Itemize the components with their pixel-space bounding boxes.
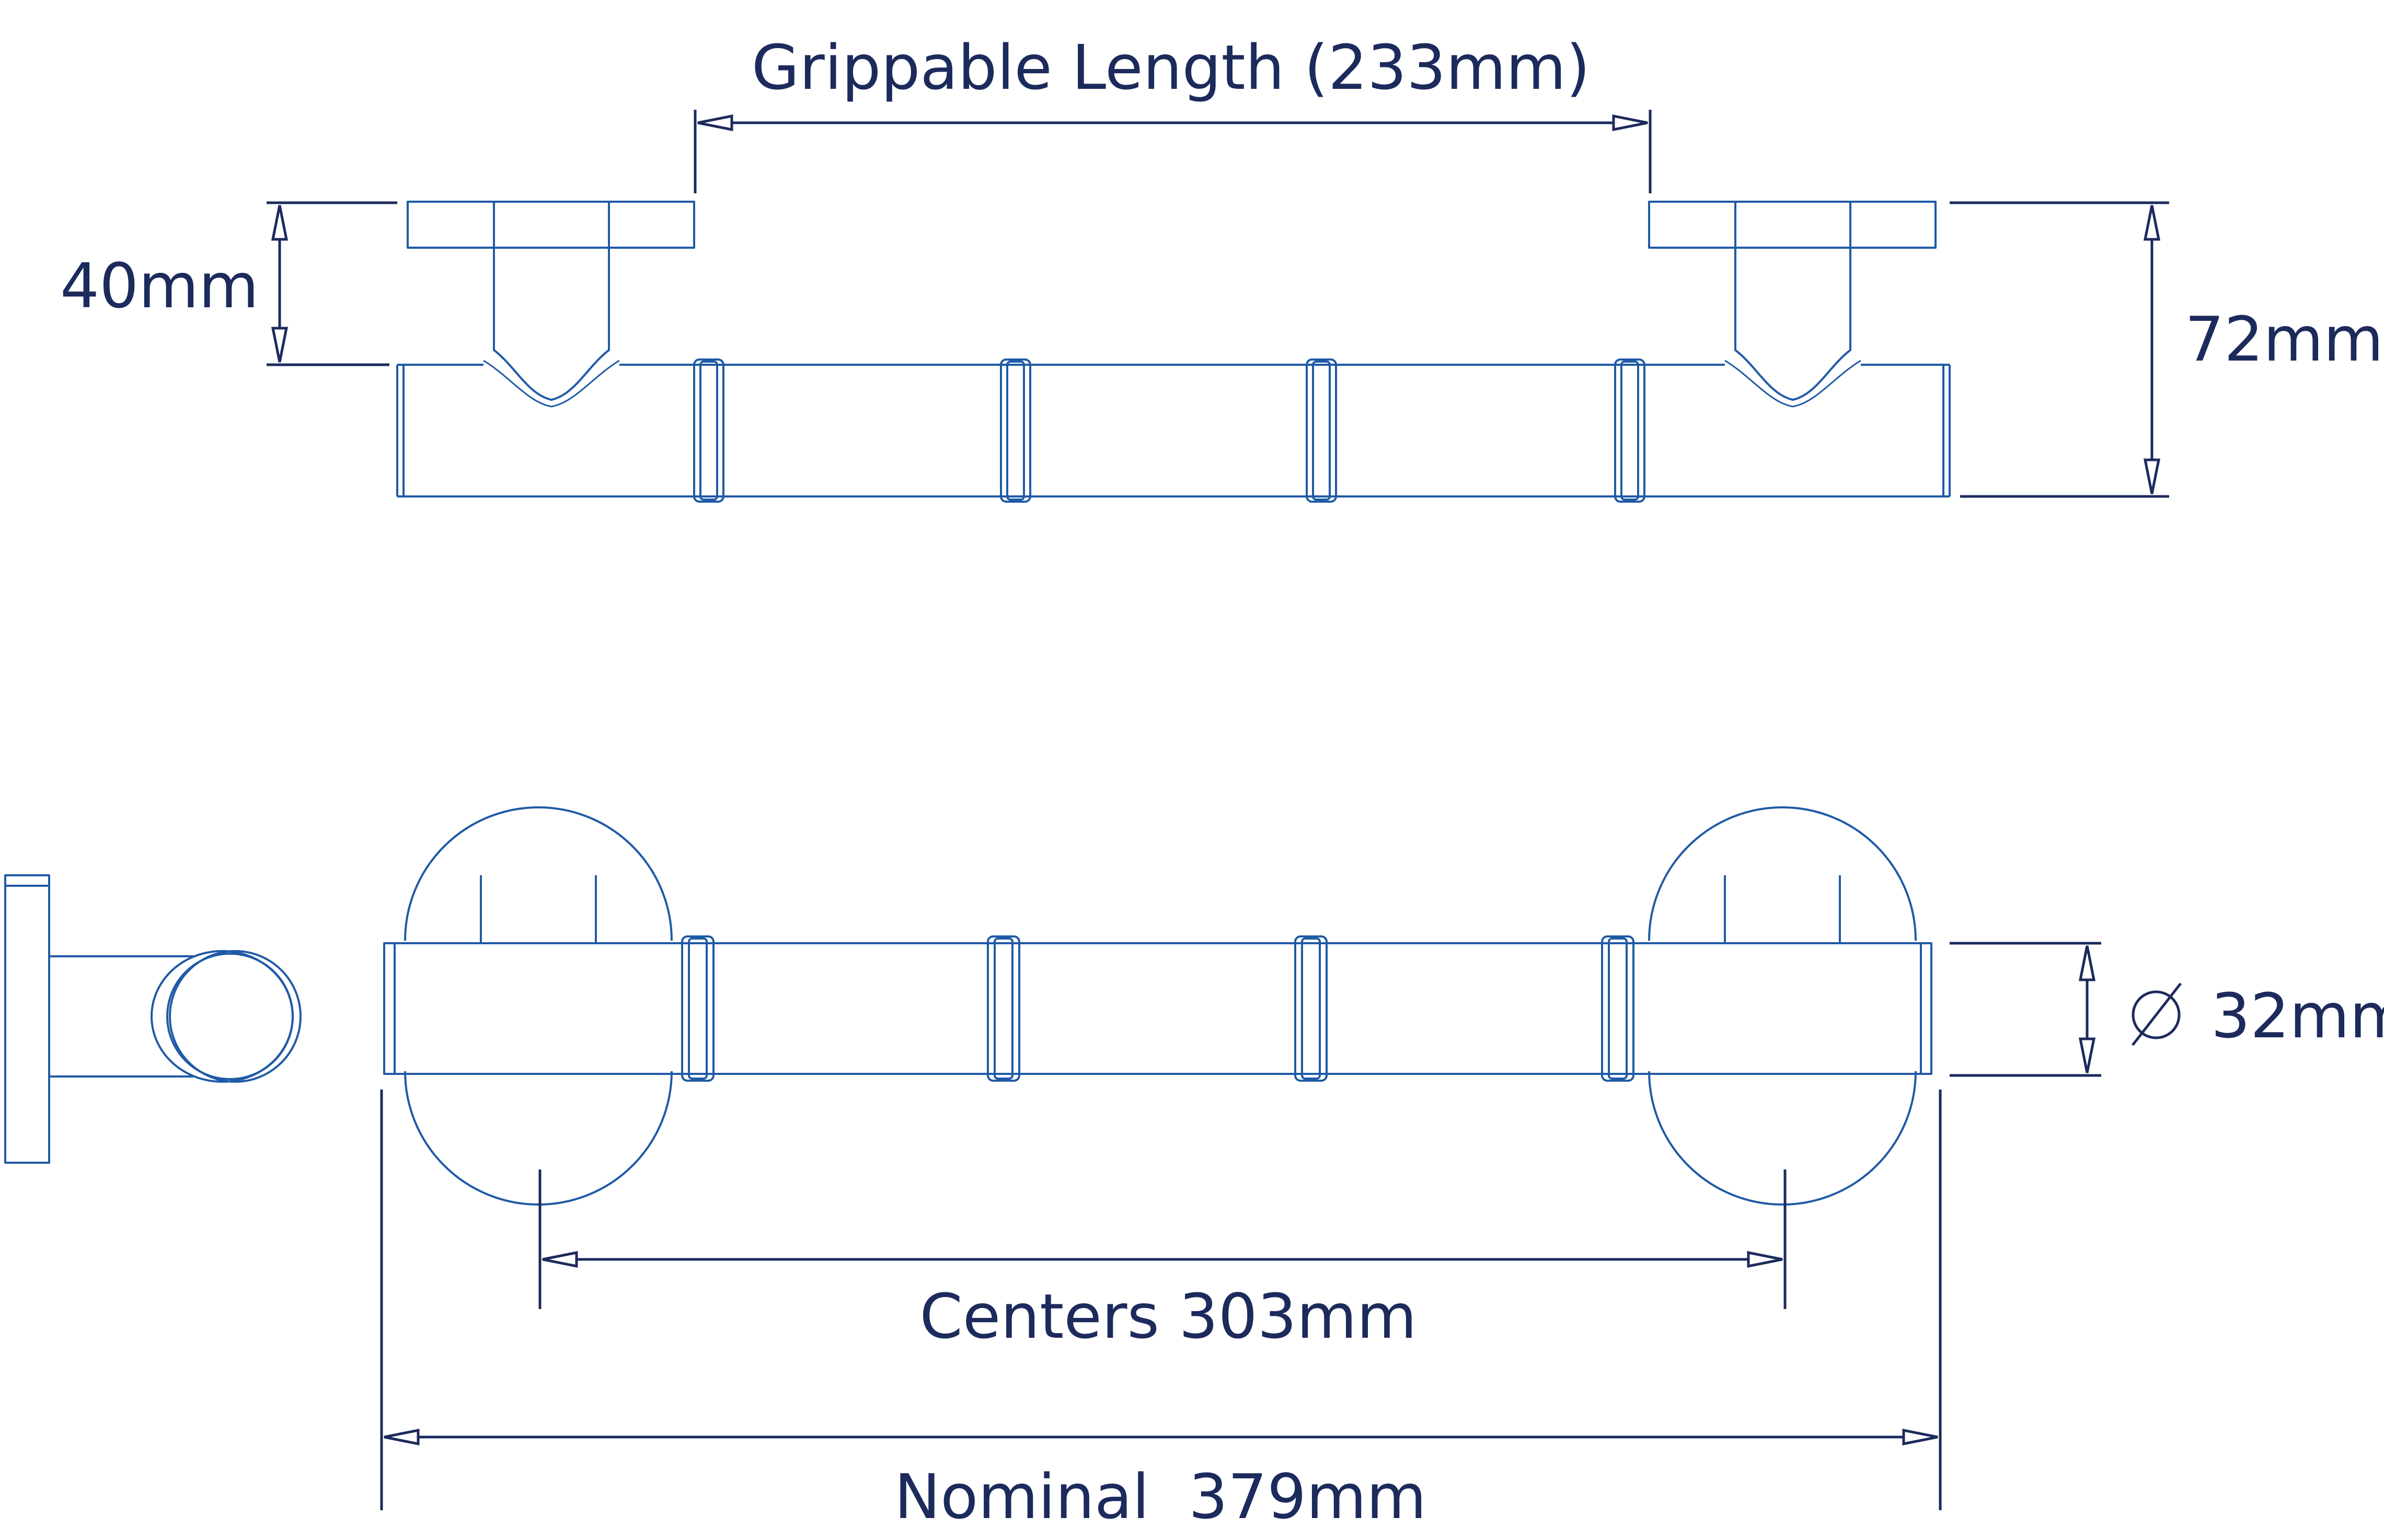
arrowhead [271,327,289,363]
flange-height-label: 40mm [60,250,259,322]
arrowhead [542,1250,578,1268]
grip-rings-front [681,935,1634,1082]
front-view [383,806,1932,1206]
arrowhead [384,1428,420,1446]
grippable-length-dimension: Grippable Length (233mm) [694,31,1652,193]
flange-height-dimension: 40mm [60,201,397,366]
nominal-label: Nominal 379mm [894,1461,1426,1533]
arrowhead [2078,1037,2096,1073]
arrowhead [2143,458,2161,494]
bar-tube-front [383,942,1932,1075]
centers-label: Centers 303mm [919,1280,1416,1352]
bar-tube-top [396,364,1951,497]
nominal-dimension: Nominal 379mm [380,1090,1942,1533]
total-projection-dimension: 72mm [1950,201,2383,498]
left-rosette [404,806,673,1206]
arrowhead [1902,1428,1938,1446]
diameter-dimension: 32mm [1950,942,2384,1077]
top-view [396,201,1951,503]
right-bracket-top [1648,201,1937,408]
arrowhead [2143,205,2161,241]
arrowhead [1612,114,1648,132]
side-view [4,874,302,1164]
grip-rings-top [693,358,1645,503]
grippable-length-label: Grippable Length (233mm) [752,31,1590,103]
total-projection-label: 72mm [2185,303,2383,375]
centers-dimension: Centers 303mm [538,1170,1787,1352]
diameter-symbol-icon [2132,982,2182,1046]
arrowhead [697,114,733,132]
left-bracket-top [407,201,695,408]
arrowhead [271,205,289,241]
right-rosette [1648,806,1917,1206]
arrowhead [2078,945,2096,981]
arrowhead [1747,1250,1783,1268]
diameter-label: 32mm [2211,980,2384,1052]
